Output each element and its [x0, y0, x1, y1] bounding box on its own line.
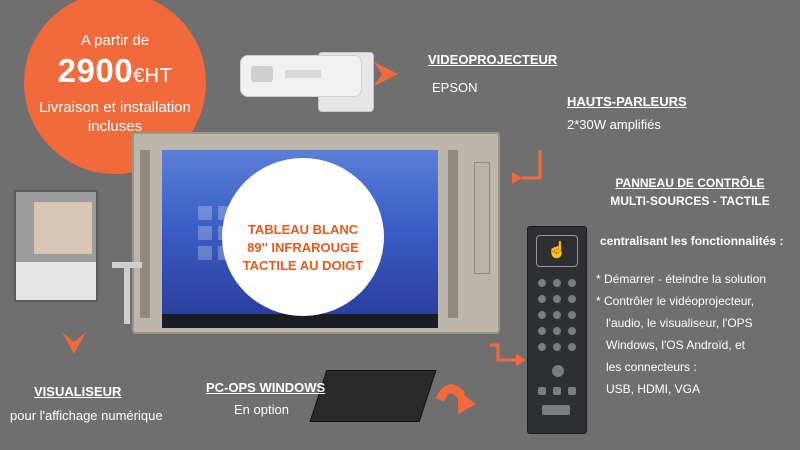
price-desc-line2: incluses: [87, 118, 143, 135]
videoprojecteur-sub: EPSON: [432, 80, 478, 95]
price-bubble: A partir de 2900€HT Livraison et install…: [24, 0, 206, 174]
arrow-panel-head-icon: [516, 354, 526, 366]
whiteboard-right-toolbar: [448, 150, 458, 318]
price-amount: 2900: [57, 52, 134, 89]
whiteboard-line3: TACTILE AU DOIGT: [242, 258, 364, 273]
price-line: 2900€HT: [24, 52, 206, 90]
panneau-title1: PANNEAU DE CONTRÔLE: [615, 176, 765, 190]
visualiseur-arm: [112, 262, 142, 268]
arrow-speaker-head-icon: [512, 172, 522, 184]
price-desc-line1: Livraison et installation: [39, 99, 191, 116]
arrow-ops-head-icon: [458, 390, 476, 414]
panneau-intro: centralisant les fonctionnalités :: [600, 234, 784, 248]
pcops-sub: En option: [234, 402, 289, 417]
panneau-line: * Contrôler le vidéoprojecteur,: [596, 294, 755, 308]
whiteboard-line1: TABLEAU BLANC: [247, 222, 359, 237]
whiteboard-left-toolbar: [140, 150, 150, 318]
price-prefix: A partir de: [80, 32, 150, 49]
whiteboard-line2: 89'' INFRAROUGE: [247, 240, 359, 255]
control-panel-image: ☝: [527, 226, 587, 434]
visualiseur-post: [124, 268, 130, 324]
panneau-line: * Démarrer - éteindre la solution: [596, 272, 767, 286]
speaker-right: [474, 162, 490, 274]
arrow-projector-icon: [374, 62, 398, 86]
panneau-line: USB, HDMI, VGA: [606, 382, 701, 396]
visualiseur-sub: pour l'affichage numérique: [10, 408, 163, 423]
arrow-panel-icon: [490, 343, 518, 362]
visualiseur-photo: [14, 190, 98, 302]
panneau-line: les connecteurs :: [606, 360, 697, 374]
arrow-visualiseur-icon: [62, 332, 86, 354]
panneau-title2: MULTI-SOURCES - TACTILE: [610, 194, 770, 208]
hautparleurs-sub: 2*30W amplifiés: [567, 117, 661, 132]
panneau-line: Windows, l'OS Androïd, et: [606, 338, 746, 352]
panneau-heading: PANNEAU DE CONTRÔLE MULTI-SOURCES - TACT…: [590, 176, 790, 208]
price-description: Livraison et installation incluses: [36, 98, 194, 136]
nfc-icon: ☝: [536, 235, 578, 267]
projector-image: [240, 55, 362, 97]
whiteboard-taskbar: [162, 314, 438, 328]
panneau-features: * Démarrer - éteindre la solution * Cont…: [596, 268, 766, 400]
arrow-ops-curve-icon: [435, 384, 466, 402]
arrow-speaker-icon: [522, 150, 542, 180]
videoprojecteur-title: VIDEOPROJECTEUR: [428, 52, 558, 67]
price-unit: €HT: [133, 65, 173, 87]
visualiseur-title: VISUALISEUR: [34, 384, 122, 399]
panneau-line: l'audio, le visualiseur, l'OPS: [606, 316, 753, 330]
hautparleurs-title: HAUTS-PARLEURS: [567, 94, 687, 109]
pcops-title: PC-OPS WINDOWS: [206, 380, 326, 395]
whiteboard-bubble: TABLEAU BLANC 89'' INFRAROUGE TACTILE AU…: [222, 158, 384, 316]
